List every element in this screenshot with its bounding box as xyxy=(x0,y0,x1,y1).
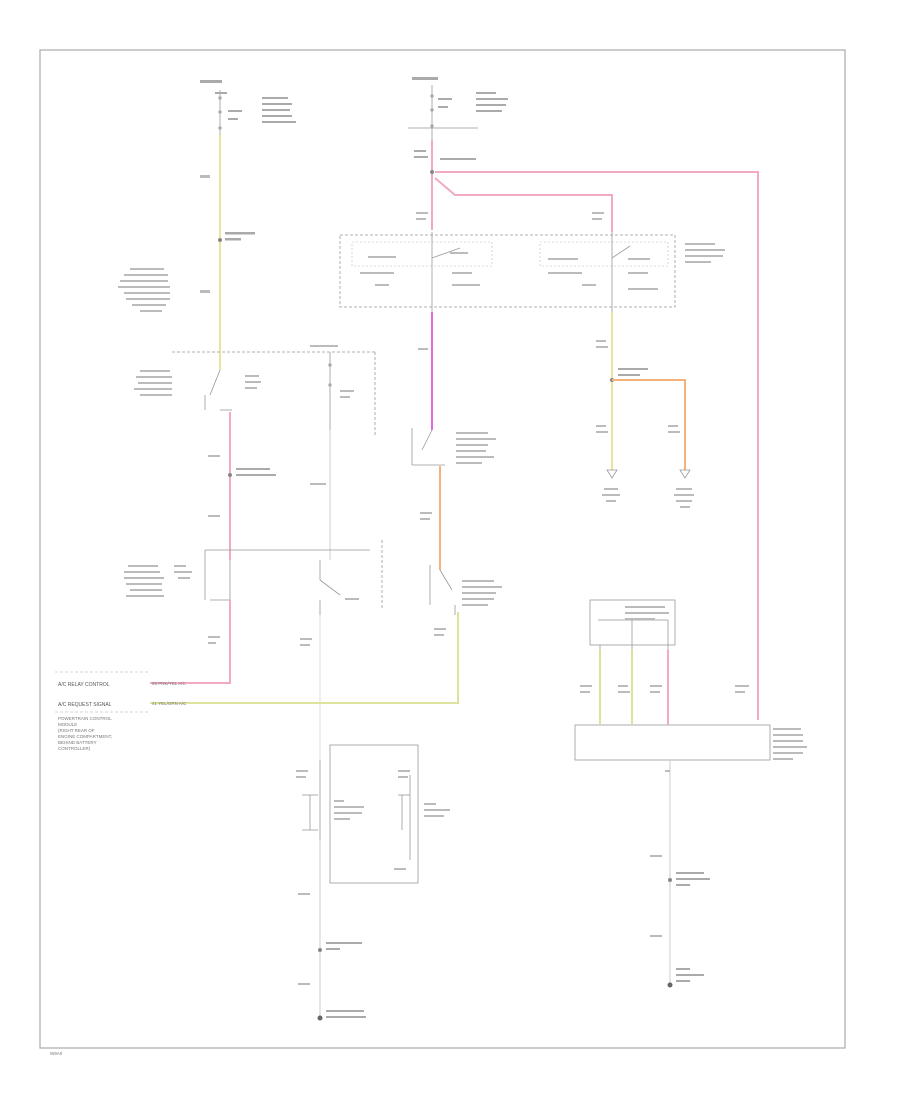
splice-point xyxy=(318,948,322,952)
connector-symbol xyxy=(606,469,691,479)
upper-relay-box xyxy=(172,351,376,435)
ground-point xyxy=(317,1015,323,1021)
diagram-frame xyxy=(39,49,846,1049)
center-fuse-text xyxy=(412,77,508,160)
ground-point xyxy=(667,982,673,988)
pcm-connector-bracket xyxy=(55,671,150,713)
pink-wire-to-pcm xyxy=(150,600,231,684)
pink-wires xyxy=(431,140,759,720)
wire-code-ac-request: 41 YEL/GRN A/C xyxy=(152,701,187,706)
pressure-switch-upper xyxy=(411,428,445,466)
yellow-green-wire xyxy=(150,612,459,704)
svg-text:BEHIND BATTERY: BEHIND BATTERY xyxy=(58,740,97,745)
splice-point xyxy=(228,473,232,477)
control-relay-box xyxy=(574,599,771,761)
splice-point xyxy=(218,238,222,242)
svg-text:ENGINE COMPARTMENT,: ENGINE COMPARTMENT, xyxy=(58,734,112,739)
ac-request-signal-label: A/C REQUEST SIGNAL xyxy=(58,702,112,708)
control-wires xyxy=(599,650,669,725)
pressure-switch-lower xyxy=(429,565,456,615)
junction-box xyxy=(339,232,725,312)
left-fuse-group xyxy=(218,90,222,135)
svg-text:POWERTRAIN CONTROL: POWERTRAIN CONTROL xyxy=(58,716,112,721)
footer-code: W9A0 xyxy=(50,1051,63,1056)
svg-text:(RIGHT REAR OF: (RIGHT REAR OF xyxy=(58,728,95,733)
wire-code-ac-relay: 55 PNK/YEL A/C xyxy=(152,681,186,686)
compressor-box xyxy=(302,744,419,884)
lower-relay-box xyxy=(204,540,383,615)
splice-point xyxy=(430,170,434,174)
orange-wire-right xyxy=(612,379,686,470)
pcm-label: POWERTRAIN CONTROL MODULE (RIGHT REAR OF… xyxy=(58,716,112,751)
left-fuse-text xyxy=(200,80,296,123)
splice-point xyxy=(668,878,672,882)
ac-relay-control-label: A/C RELAY CONTROL xyxy=(58,682,110,688)
svg-text:CONTROLLER): CONTROLLER) xyxy=(58,746,91,751)
center-fuse-group xyxy=(408,85,478,140)
svg-text:MODULE: MODULE xyxy=(58,722,77,727)
pcm-side-label xyxy=(118,268,170,312)
